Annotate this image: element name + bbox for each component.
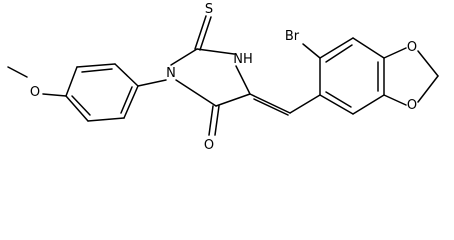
bond-n-c2 (170, 48, 198, 66)
bond-c4-o-1 (208, 105, 214, 136)
bond-o-ch2-lower (417, 75, 439, 103)
thione-sulfur-label: S (205, 2, 213, 17)
bond-c4-o-2 (214, 105, 220, 136)
bond-ar-e (352, 94, 385, 115)
bond-ph-a (65, 66, 78, 97)
bond-nh-c5 (235, 65, 251, 95)
bond-c2-s-1 (194, 15, 207, 50)
bond-o-c4prime (42, 93, 67, 97)
bond-ph-c (114, 63, 139, 87)
bond-ph-inner-3 (71, 95, 91, 116)
bromine-label: Br (285, 29, 300, 44)
bond-methyl-o (7, 66, 28, 78)
bond-ar-f (319, 94, 354, 115)
carbonyl-oxygen-label: O (204, 138, 214, 153)
bond-ar-b (319, 37, 354, 59)
bond-ar-o-upper (383, 47, 407, 59)
bond-ph-d (123, 85, 139, 119)
dioxole-oxygen-lower-label: O (407, 98, 417, 113)
bond-ph-inner-2 (120, 86, 133, 114)
methoxy-oxygen-label: O (30, 85, 40, 100)
bond-c4-n (175, 79, 217, 107)
ring-nh-label: NH (233, 52, 253, 67)
bond-c5-ch-inner (253, 98, 289, 116)
bond-ar-inner-3 (325, 91, 352, 108)
molecule-structure-diagram: O N S NH O Br O O (7, 2, 439, 153)
bond-ar-inner-1 (325, 44, 353, 63)
bond-c1prime-n (137, 79, 167, 87)
bond-ph-b (76, 63, 116, 68)
bond-ph-f (65, 95, 89, 122)
dioxole-oxygen-upper-label: O (407, 40, 417, 55)
bond-c5-c4 (215, 93, 251, 107)
bond-c5-ch (249, 93, 291, 114)
bond-ph-e (87, 117, 125, 122)
bond-ph-inner-1 (81, 68, 113, 73)
ring-nitrogen-label: N (166, 66, 176, 81)
bond-ch-aryl (289, 94, 321, 114)
bond-o-ch2-upper (417, 50, 439, 77)
bond-c-br (302, 43, 321, 59)
bond-ar-c (352, 37, 385, 59)
bond-c2-s-2 (199, 16, 212, 51)
bond-c2-nh (196, 48, 235, 55)
bond-ar-o-lower (383, 94, 407, 106)
